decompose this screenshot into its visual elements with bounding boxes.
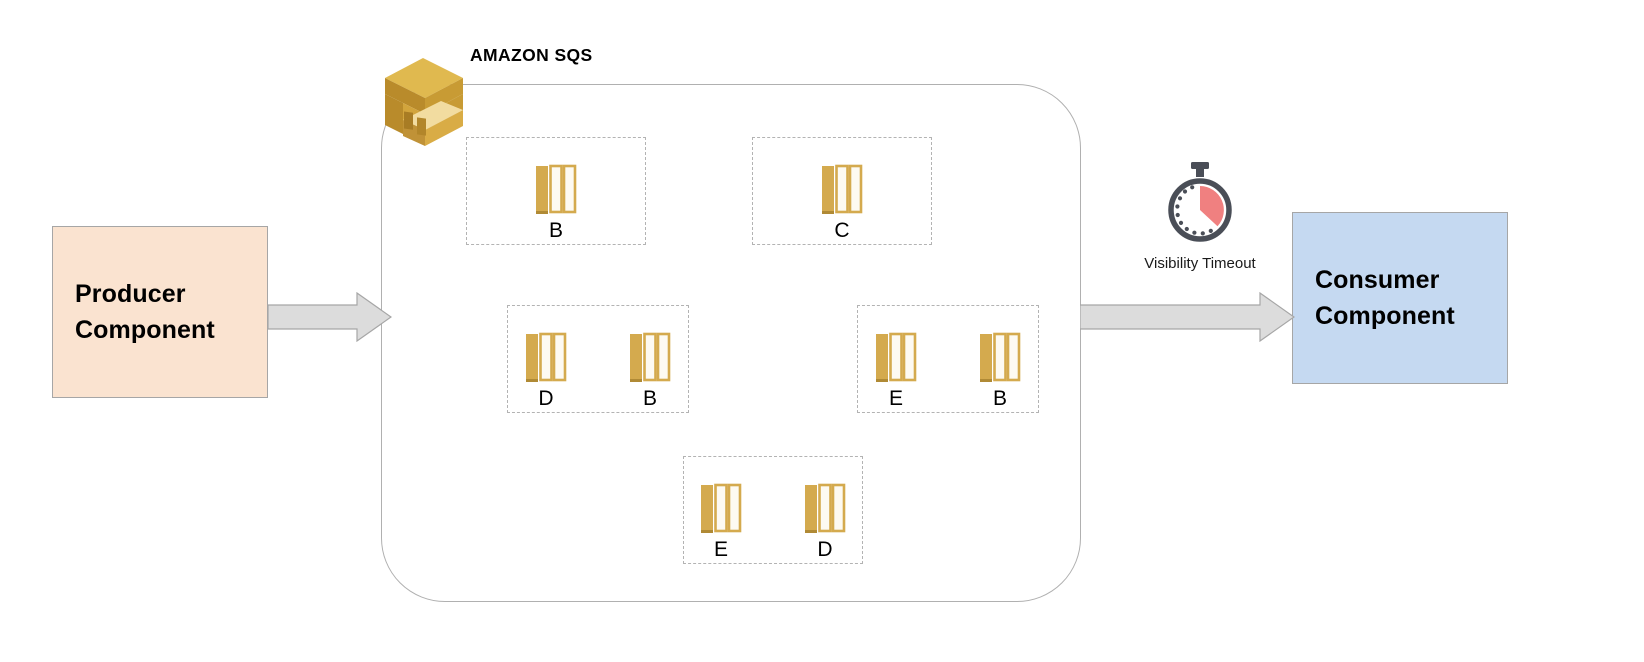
message-label: B [992,387,1007,410]
amazon-sqs-title: AMAZON SQS [470,45,593,65]
producer-to-queue-arrow [267,291,393,343]
message-icon [627,332,673,384]
message-icon [523,332,569,384]
visibility-timeout-label: Visibility Timeout [1144,255,1256,272]
message-group[interactable]: C [752,137,932,245]
message-group[interactable]: D B [507,305,689,413]
message-label: C [834,219,850,242]
message-item[interactable]: D [802,483,848,560]
message-item[interactable]: E [873,332,919,409]
message-group[interactable]: E D [683,456,863,564]
message-item[interactable]: B [627,332,673,409]
message-label: E [713,538,728,561]
message-label: E [888,387,903,410]
consumer-component-label: Consumer Component [1315,265,1455,330]
message-item[interactable]: B [977,332,1023,409]
queue-to-consumer-arrow [1079,291,1296,343]
message-group[interactable]: B [466,137,646,245]
stopwatch-icon [1160,160,1240,251]
message-label: B [548,219,563,242]
message-label: D [538,387,554,410]
message-icon [533,164,579,216]
message-icon [977,332,1023,384]
visibility-timeout: Visibility Timeout [1112,160,1288,272]
message-item[interactable]: E [698,483,744,560]
message-icon [698,483,744,535]
producer-component-label: Producer Component [75,279,215,344]
message-item[interactable]: C [819,164,865,241]
message-label: D [817,538,833,561]
amazon-sqs-icon [379,56,467,148]
message-group[interactable]: E B [857,305,1039,413]
producer-component-box[interactable]: Producer Component [52,226,268,398]
message-icon [802,483,848,535]
message-label: B [642,387,657,410]
consumer-component-box[interactable]: Consumer Component [1292,212,1508,384]
message-icon [873,332,919,384]
message-icon [819,164,865,216]
message-item[interactable]: D [523,332,569,409]
amazon-sqs-queue-boundary [381,84,1081,602]
message-item[interactable]: B [533,164,579,241]
